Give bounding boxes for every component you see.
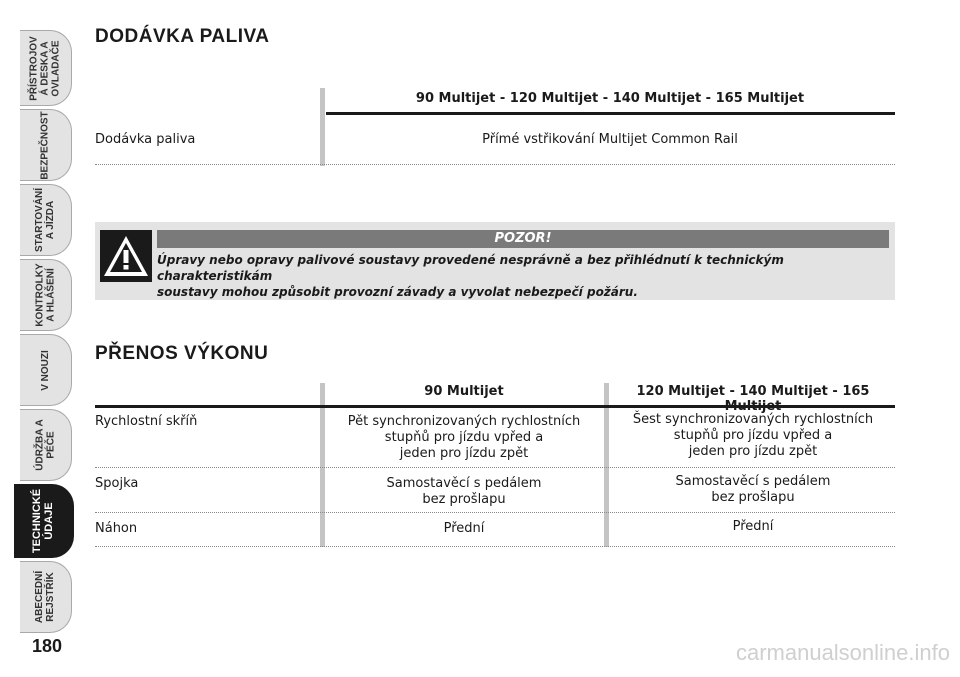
cell-line: Přední	[443, 521, 485, 536]
chapter-sidebar: PŘÍSTROJOV Á DESKA A OVLADAČE BEZPEČNOST…	[0, 30, 78, 634]
row-divider	[95, 164, 895, 165]
tab-label: PŘÍSTROJOV Á DESKA A OVLADAČE	[29, 35, 62, 101]
fuel-section-title: DODÁVKA PALIVA	[95, 26, 270, 47]
cell-line: Pět synchronizovaných rychlostních	[347, 414, 581, 429]
col2-header: 120 Multijet - 140 Multijet - 165 Multij…	[636, 384, 870, 414]
page-number: 180	[31, 636, 63, 656]
tab-udrzba[interactable]: ÚDRŽBA A PÉČE	[20, 409, 72, 481]
cell-line: bez prošlapu	[711, 490, 795, 505]
cell-col1: Přední	[326, 521, 602, 536]
row-label: Spojka	[95, 476, 139, 491]
warning-text: Úpravy nebo opravy palivové soustavy pro…	[157, 252, 893, 300]
warning-box: POZOR! Úpravy nebo opravy palivové soust…	[95, 222, 895, 300]
row-divider	[95, 467, 895, 468]
cell-line: Přední	[732, 519, 774, 534]
cell-col2: Samostavěcí s pedálem bez prošlapu	[610, 474, 896, 506]
cell-col1: Pět synchronizovaných rychlostních stupň…	[326, 414, 602, 462]
row-label: Rychlostní skříň	[95, 414, 198, 429]
cell-line: stupňů pro jízdu vpřed a	[673, 428, 833, 443]
warning-triangle-icon	[100, 230, 152, 282]
cell-line: jeden pro jízdu zpět	[688, 444, 818, 459]
transmission-section-title: PŘENOS VÝKONU	[95, 343, 269, 364]
header-rule	[326, 112, 895, 115]
tab-label: ÚDRŽBA A PÉČE	[34, 419, 57, 471]
cell-line: stupňů pro jízdu vpřed a	[384, 430, 544, 445]
column-divider	[320, 383, 325, 547]
watermark: carmanualsonline.info	[735, 640, 950, 665]
tab-label: STARTOVÁNÍ A JÍZDA	[34, 187, 57, 253]
row-divider	[95, 512, 895, 513]
col1-header: 90 Multijet	[424, 384, 504, 399]
tab-abecedni-rejstrik[interactable]: ABECEDNÍ REJSTŘÍK	[20, 561, 72, 633]
cell-col2: Šest synchronizovaných rychlostních stup…	[610, 412, 896, 460]
row-label: Náhon	[95, 521, 138, 536]
cell-line: Šest synchronizovaných rychlostních	[632, 412, 874, 427]
tab-label: TECHNICKÉ ÚDAJE	[31, 488, 56, 554]
tab-label: KONTROLKY A HLÁŠENÍ	[34, 263, 57, 327]
warning-text-line: soustavy mohou způsobit provozní závady …	[157, 285, 638, 299]
tab-label: BEZPEČNOST	[40, 110, 51, 180]
tab-technicke-udaje[interactable]: TECHNICKÉ ÚDAJE	[14, 484, 74, 558]
cell-line: Samostavěcí s pedálem	[386, 476, 542, 491]
row-divider	[95, 546, 895, 547]
column-divider	[320, 88, 325, 166]
tab-v-nouzi[interactable]: V NOUZI	[20, 334, 72, 406]
warning-title: POZOR!	[157, 230, 889, 248]
tab-pristrojova-deska[interactable]: PŘÍSTROJOV Á DESKA A OVLADAČE	[20, 30, 72, 106]
tab-label: V NOUZI	[40, 349, 51, 391]
tab-label: ABECEDNÍ REJSTŘÍK	[34, 570, 57, 624]
tab-bezpecnost[interactable]: BEZPEČNOST	[20, 109, 72, 181]
fuel-row-label: Dodávka paliva	[95, 132, 196, 147]
tab-startovani[interactable]: STARTOVÁNÍ A JÍZDA	[20, 184, 72, 256]
cell-line: jeden pro jízdu zpět	[399, 446, 529, 461]
cell-line: bez prošlapu	[422, 492, 506, 507]
cell-line: Samostavěcí s pedálem	[675, 474, 831, 489]
tab-kontrolky[interactable]: KONTROLKY A HLÁŠENÍ	[20, 259, 72, 331]
fuel-column-header: 90 Multijet - 120 Multijet - 140 Multije…	[415, 91, 805, 106]
cell-col1: Samostavěcí s pedálem bez prošlapu	[326, 476, 602, 508]
column-divider	[604, 383, 609, 547]
warning-text-line: Úpravy nebo opravy palivové soustavy pro…	[157, 253, 784, 283]
header-rule	[95, 405, 895, 408]
cell-col2: Přední	[610, 519, 896, 534]
fuel-row-value: Přímé vstřikování Multijet Common Rail	[482, 132, 738, 147]
